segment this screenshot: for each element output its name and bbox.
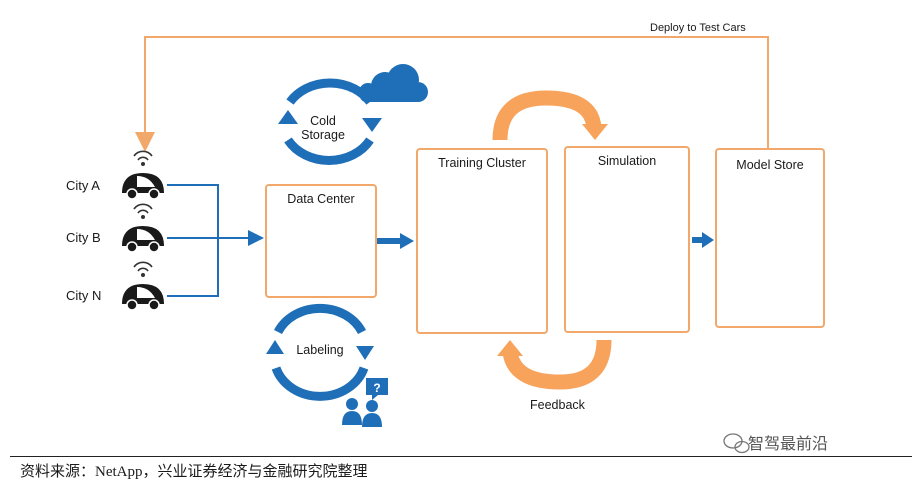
city-label-n: City N: [66, 288, 102, 303]
svg-text:?: ?: [373, 381, 380, 395]
car-icon-city-b: [122, 203, 164, 253]
model-store-title: Model Store: [736, 158, 804, 172]
watermark-text: 智驾最前沿: [748, 434, 829, 453]
labeling-label: Labeling: [296, 343, 344, 357]
cold-storage-line2: Storage: [301, 128, 345, 142]
dc-to-training-arrow: [374, 233, 414, 249]
simulation-box: Simulation: [564, 146, 690, 333]
wechat-icon: [723, 433, 750, 454]
train-to-sim-arc: [492, 90, 608, 141]
deploy-arrow: [135, 36, 769, 152]
test-set-label: Test Set: [492, 284, 516, 291]
model-im3-label: IM3: [760, 261, 776, 271]
sim-to-store-arrow: [692, 232, 714, 248]
cold-storage-label: Cold Storage: [290, 114, 356, 142]
model-im2-label: IM2: [760, 231, 776, 241]
model-im1-label: IM1: [760, 201, 776, 211]
training-set-1-line2: Set 1: [496, 197, 512, 204]
simulation-title: Simulation: [597, 154, 657, 168]
cold-storage-line1: Cold: [310, 114, 336, 128]
feedback-label: Feedback: [530, 398, 585, 412]
data-lake-label: Data Lake: [292, 234, 348, 248]
model-store-box: Model Store: [715, 148, 825, 328]
cloud-icon: [359, 64, 428, 102]
training-set-2-line2: Set 2: [496, 222, 512, 229]
car-icon-city-a: [122, 150, 164, 200]
footer-rule: [10, 456, 912, 457]
feedback-arc: [497, 339, 612, 390]
data-center-box: Data Center: [265, 184, 377, 298]
training-set-3-line1: Training: [492, 239, 516, 246]
training-cluster-box: Training Cluster: [416, 148, 548, 334]
training-set-1-label: Training Set 1: [480, 190, 528, 204]
labeling-cycle: [266, 303, 374, 401]
training-set-2-label: Training Set 2: [480, 215, 528, 229]
training-set-3-label: Training Set 3: [480, 239, 528, 253]
training-set-3-line2: Set 3: [496, 246, 512, 253]
car-icon-city-n: [122, 261, 164, 311]
repo-label: Repo: [753, 283, 783, 297]
data-center-title: Data Center: [287, 192, 355, 206]
source-line: 资料来源：NetApp，兴业证券经济与金融研究院整理: [20, 464, 368, 480]
people-question-icon: ?: [342, 378, 388, 427]
city-label-a: City A: [66, 178, 100, 193]
city-label-b: City B: [66, 230, 101, 245]
training-set-2-line1: Training: [492, 215, 516, 222]
training-set-1-line1: Training: [492, 190, 516, 197]
training-cluster-title: Training Cluster: [438, 156, 526, 170]
deploy-label: Deploy to Test Cars: [650, 22, 746, 34]
city-connectors: [167, 184, 264, 297]
